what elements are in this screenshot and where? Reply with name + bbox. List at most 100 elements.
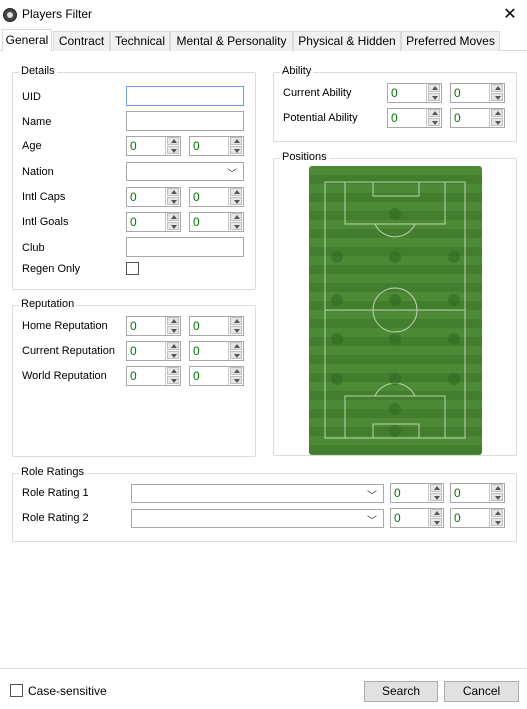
home-reputation-max-stepper[interactable]: 0 [189,316,244,336]
position-slot[interactable] [389,294,401,306]
current-reputation-max-stepper[interactable]: 0 [189,341,244,361]
reputation-title: Reputation [19,298,77,310]
age-min-stepper[interactable]: 0 [126,136,181,156]
spin-up-icon[interactable] [430,484,442,492]
spin-down-icon[interactable] [167,326,179,334]
current-reputation-min-stepper[interactable]: 0 [126,341,181,361]
tab-preferred-moves[interactable]: Preferred Moves [401,31,500,51]
world-reputation-max-stepper[interactable]: 0 [189,366,244,386]
position-slot[interactable] [448,251,460,263]
position-slot[interactable] [389,333,401,345]
tab-mental-personality[interactable]: Mental & Personality [170,31,293,51]
spin-up-icon[interactable] [230,137,242,145]
spin-down-icon[interactable] [491,118,503,126]
intl-caps-max-stepper[interactable]: 0 [189,187,244,207]
spin-down-icon[interactable] [167,222,179,230]
position-slot[interactable] [448,294,460,306]
case-sensitive-checkbox[interactable] [10,684,23,697]
spin-up-icon[interactable] [230,367,242,375]
uid-label: UID [22,91,41,103]
spin-up-icon[interactable] [230,188,242,196]
spin-down-icon[interactable] [167,376,179,384]
spin-down-icon[interactable] [230,222,242,230]
intl-goals-max-stepper[interactable]: 0 [189,212,244,232]
intl-goals-min-stepper[interactable]: 0 [126,212,181,232]
tab-physical-hidden[interactable]: Physical & Hidden [293,31,401,51]
age-max-stepper[interactable]: 0 [189,136,244,156]
spin-up-icon[interactable] [430,509,442,517]
position-slot[interactable] [389,403,401,415]
spin-up-icon[interactable] [428,84,440,92]
spin-down-icon[interactable] [491,493,503,501]
position-slot[interactable] [389,425,401,437]
role-rating-1-select[interactable]: ﹀ [131,484,384,503]
ability-group: Ability [273,65,517,142]
spin-up-icon[interactable] [230,342,242,350]
spin-up-icon[interactable] [491,509,503,517]
spin-down-icon[interactable] [428,93,440,101]
intl-caps-min-stepper[interactable]: 0 [126,187,181,207]
position-slot[interactable] [331,333,343,345]
position-slot[interactable] [389,251,401,263]
current-ability-min-stepper[interactable]: 0 [387,83,442,103]
spin-down-icon[interactable] [491,93,503,101]
position-slot[interactable] [389,373,401,385]
spin-up-icon[interactable] [230,317,242,325]
uid-input[interactable] [126,86,244,106]
club-label: Club [22,242,45,254]
spin-down-icon[interactable] [430,493,442,501]
spin-down-icon[interactable] [167,351,179,359]
potential-ability-min-stepper[interactable]: 0 [387,108,442,128]
spin-up-icon[interactable] [491,484,503,492]
nation-select[interactable]: ﹀ [126,162,244,181]
spin-up-icon[interactable] [491,109,503,117]
spin-up-icon[interactable] [428,109,440,117]
regen-only-checkbox[interactable] [126,262,139,275]
spin-down-icon[interactable] [491,518,503,526]
tab-technical[interactable]: Technical [110,31,170,51]
spin-up-icon[interactable] [167,188,179,196]
spin-up-icon[interactable] [167,367,179,375]
position-slot[interactable] [331,251,343,263]
spin-up-icon[interactable] [230,213,242,221]
spin-down-icon[interactable] [230,197,242,205]
role-rating-2-min-stepper[interactable]: 0 [390,508,444,528]
position-slot[interactable] [448,333,460,345]
spin-down-icon[interactable] [230,146,242,154]
role-rating-1-min-stepper[interactable]: 0 [390,483,444,503]
spin-down-icon[interactable] [167,146,179,154]
spin-up-icon[interactable] [167,317,179,325]
position-slot[interactable] [448,373,460,385]
role-rating-1-max-stepper[interactable]: 0 [450,483,505,503]
position-slot[interactable] [331,373,343,385]
position-slot[interactable] [389,208,401,220]
cancel-button[interactable]: Cancel [444,681,519,702]
positions-pitch[interactable] [309,166,482,455]
search-button[interactable]: Search [364,681,438,702]
spin-up-icon[interactable] [167,213,179,221]
current-ability-max-stepper[interactable]: 0 [450,83,505,103]
world-reputation-min-stepper[interactable]: 0 [126,366,181,386]
intl-goals-min-value: 0 [130,215,137,229]
tab-contract[interactable]: Contract [53,31,110,51]
home-reputation-min-stepper[interactable]: 0 [126,316,181,336]
potential-ability-max-stepper[interactable]: 0 [450,108,505,128]
spin-down-icon[interactable] [428,118,440,126]
club-input[interactable] [126,237,244,257]
spin-down-icon[interactable] [230,376,242,384]
home-reputation-max-value: 0 [193,319,200,333]
spin-down-icon[interactable] [230,351,242,359]
intl-caps-max-value: 0 [193,190,200,204]
spin-down-icon[interactable] [430,518,442,526]
spin-up-icon[interactable] [167,342,179,350]
role-rating-2-max-stepper[interactable]: 0 [450,508,505,528]
spin-up-icon[interactable] [491,84,503,92]
role-rating-2-select[interactable]: ﹀ [131,509,384,528]
name-input[interactable] [126,111,244,131]
spin-down-icon[interactable] [167,197,179,205]
spin-up-icon[interactable] [167,137,179,145]
spin-down-icon[interactable] [230,326,242,334]
tab-general[interactable]: General [2,29,52,51]
close-icon[interactable]: ✕ [503,6,517,23]
position-slot[interactable] [331,294,343,306]
